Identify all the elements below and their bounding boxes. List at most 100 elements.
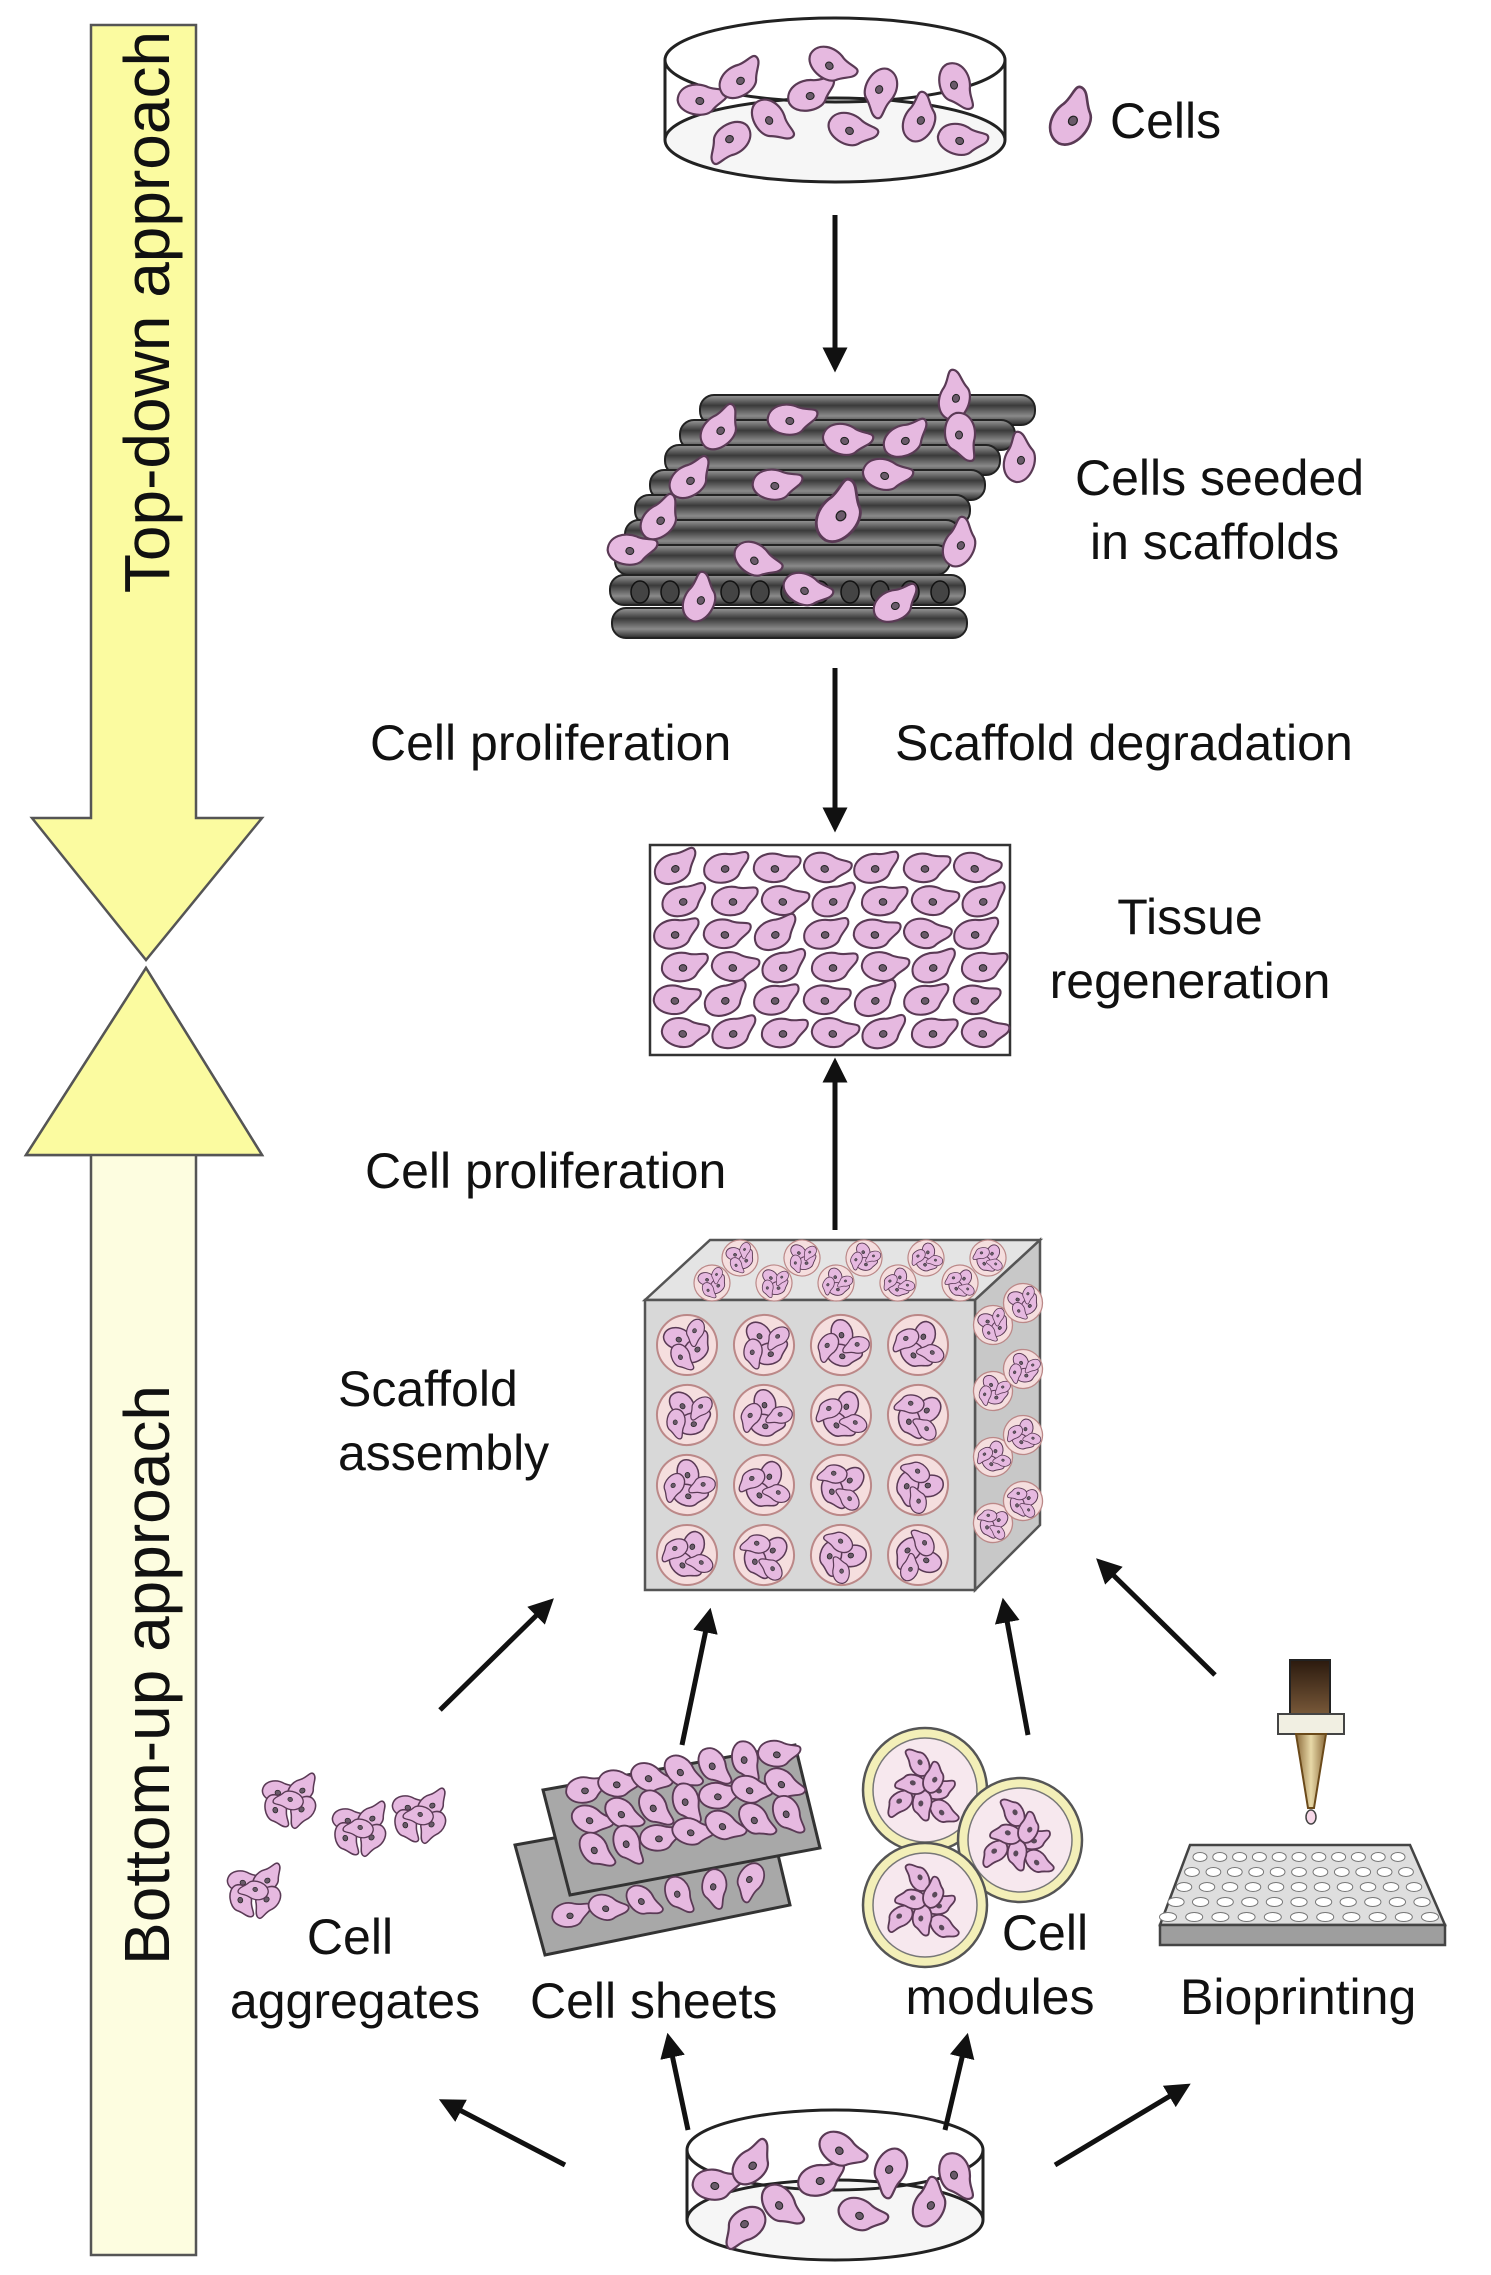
- well: [1291, 1867, 1307, 1877]
- well: [1271, 1852, 1287, 1862]
- cell-sheets-art: [513, 1736, 822, 1957]
- scaffold-cube: [641, 1233, 1051, 1597]
- cells-label: Cells: [1110, 93, 1222, 149]
- well: [1316, 1912, 1335, 1922]
- arrow-bioprinting-to-cube: [1096, 1558, 1217, 1677]
- well: [1313, 1882, 1331, 1892]
- arrow-dish-to-bioprinting: [1053, 2083, 1191, 2168]
- cell-aggregates-line1: Cell: [306, 1909, 394, 1965]
- well: [1333, 1867, 1350, 1877]
- well: [1359, 1882, 1377, 1892]
- well: [1388, 1897, 1407, 1907]
- well: [1342, 1912, 1361, 1922]
- well: [1405, 1882, 1423, 1892]
- bottom-petri-dish: [685, 2108, 985, 2262]
- cube-cluster: [657, 1315, 718, 1375]
- well: [1205, 1867, 1222, 1877]
- well: [1232, 1852, 1248, 1862]
- well: [1216, 1897, 1234, 1907]
- well: [1390, 1852, 1406, 1862]
- well: [1382, 1882, 1400, 1892]
- cell-modules-line1: Cell: [1001, 1905, 1089, 1961]
- arrow-modules-to-cube: [994, 1597, 1031, 1736]
- tissue-regeneration-line2: regeneration: [1049, 953, 1331, 1009]
- cube-cluster: [657, 1525, 717, 1586]
- well: [1265, 1897, 1284, 1907]
- well: [1368, 1912, 1387, 1922]
- scaffold-degradation-label: Scaffold degradation: [895, 715, 1353, 771]
- scaffold-assembly-line2: assembly: [338, 1425, 550, 1481]
- well: [1339, 1897, 1357, 1907]
- well: [1175, 1882, 1193, 1892]
- well: [1221, 1882, 1239, 1892]
- well: [1312, 1867, 1329, 1877]
- well: [1267, 1882, 1285, 1892]
- well: [1364, 1897, 1382, 1907]
- well: [1248, 1867, 1265, 1877]
- cube-cluster: [887, 1525, 948, 1585]
- cell-modules-line2: modules: [905, 1969, 1095, 2025]
- arrow-dish-to-sheets: [660, 2032, 691, 2131]
- arrow-dish-to-aggregates: [438, 2099, 567, 2168]
- top-down-label: Top-down approach: [111, 30, 183, 594]
- well: [1244, 1882, 1262, 1892]
- arrow-dish-to-modules: [942, 2032, 975, 2131]
- cells-seeded-line2: in scaffolds: [1090, 514, 1340, 570]
- well: [1290, 1882, 1308, 1892]
- well: [1159, 1912, 1177, 1922]
- cube-side-cluster: [1004, 1284, 1043, 1323]
- well: [1192, 1852, 1208, 1862]
- cell-sheets-label: Cell sheets: [530, 1973, 778, 2029]
- tissue-regeneration-line1: Tissue: [1117, 889, 1263, 945]
- scaffold-assembly-line1: Scaffold: [338, 1361, 518, 1417]
- well: [1370, 1852, 1386, 1862]
- cell-proliferation-top-label: Cell proliferation: [370, 715, 732, 771]
- cells-seeded-line1: Cells seeded: [1075, 450, 1365, 506]
- well: [1241, 1897, 1259, 1907]
- well: [1413, 1897, 1431, 1907]
- approach-arrows: [23, 23, 265, 2257]
- well: [1211, 1912, 1230, 1922]
- cell-aggregates-art: [225, 1772, 453, 1920]
- well: [1185, 1912, 1204, 1922]
- well: [1167, 1897, 1185, 1907]
- bottom-up-arrow-head: [23, 965, 265, 1157]
- bioprinter-art: [1158, 1659, 1447, 1947]
- well: [1269, 1867, 1286, 1877]
- arrow-sheets-to-cube: [679, 1607, 718, 1746]
- bioprinting-label: Bioprinting: [1180, 1969, 1417, 2025]
- well: [1291, 1852, 1307, 1862]
- well: [1350, 1852, 1366, 1862]
- well: [1290, 1897, 1308, 1907]
- well: [1336, 1882, 1354, 1892]
- well: [1311, 1852, 1327, 1862]
- cube-cluster: [888, 1315, 948, 1376]
- cell-modules-art: [861, 1726, 1084, 1969]
- well: [1237, 1912, 1256, 1922]
- arrow-aggregates-to-cube: [438, 1598, 554, 1712]
- top-down-arrow: [29, 23, 265, 962]
- well: [1398, 1867, 1414, 1877]
- well: [1376, 1867, 1393, 1877]
- tissue-box: [648, 843, 1012, 1057]
- cube-top-cluster: [722, 1240, 758, 1276]
- well: [1212, 1852, 1228, 1862]
- top-petri-dish: [663, 16, 1007, 184]
- well: [1290, 1912, 1308, 1922]
- cube-cluster: [734, 1455, 794, 1516]
- well: [1421, 1912, 1439, 1922]
- well: [1198, 1882, 1216, 1892]
- cube-top-cluster: [694, 1265, 730, 1301]
- well: [1394, 1912, 1413, 1922]
- rod-scaffold: [604, 367, 1045, 639]
- well: [1355, 1867, 1372, 1877]
- cube-cluster: [811, 1385, 871, 1446]
- well: [1263, 1912, 1282, 1922]
- bottom-up-label: Bottom-up approach: [111, 1385, 183, 1965]
- well: [1184, 1867, 1200, 1877]
- well: [1331, 1852, 1347, 1862]
- well: [1251, 1852, 1267, 1862]
- well: [1226, 1867, 1243, 1877]
- cell-proliferation-bottom-label: Cell proliferation: [365, 1143, 727, 1199]
